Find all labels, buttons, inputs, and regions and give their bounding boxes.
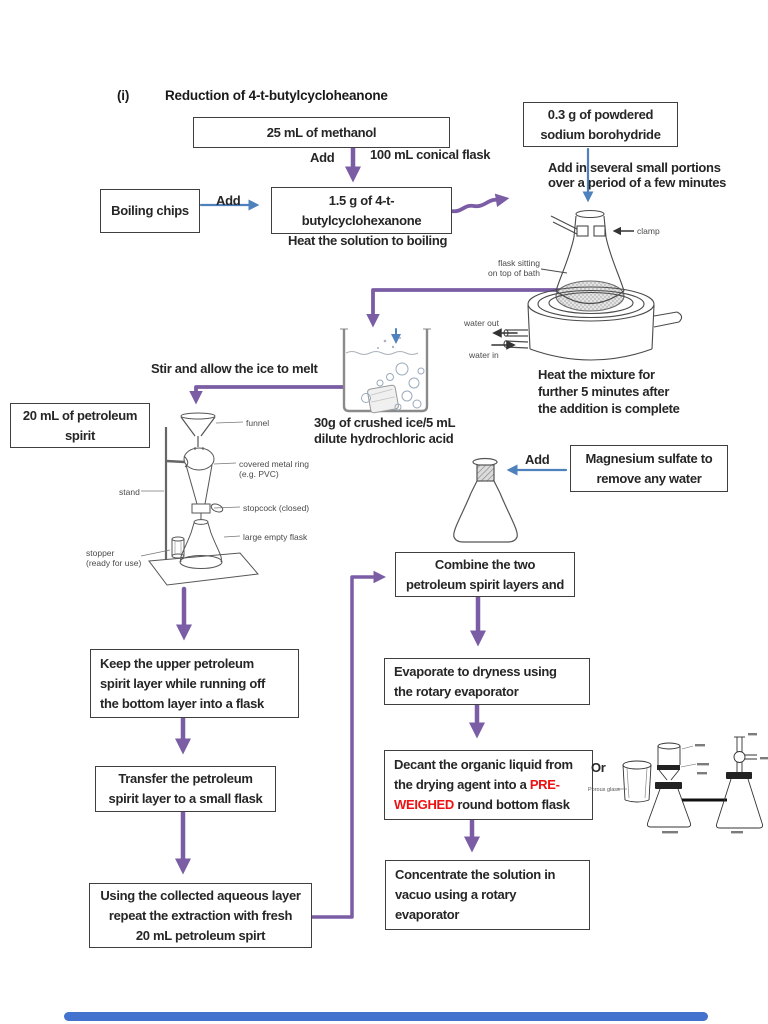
clamp-label: clamp <box>637 226 660 236</box>
borohydride-line-1: 0.3 g of powdered <box>547 106 654 122</box>
heat-mixture-note: Heat the mixture for further 5 minutes a… <box>538 366 680 417</box>
horizontal-scrollbar[interactable] <box>64 1012 708 1021</box>
evaporate-line-2: the rotary evaporator <box>394 683 519 699</box>
magnesium-line-1: Magnesium sulfate to <box>585 450 713 466</box>
metal-ring-line-2: (e.g. PVC) <box>239 469 279 479</box>
large-flask-label: large empty flask <box>243 532 308 542</box>
transfer-box: Transfer the petroleum spirit layer to a… <box>95 766 276 812</box>
water-bath-illustration <box>503 209 683 361</box>
or-label: Or <box>591 760 606 775</box>
add-label-chips: Add <box>216 193 241 208</box>
porous-glass-label: Porous glass <box>588 787 620 793</box>
metal-ring-line-1: covered metal ring <box>239 459 309 469</box>
concentrate-box: Concentrate the solution in vacuo using … <box>385 860 590 930</box>
separating-funnel-illustration <box>140 412 259 586</box>
stopper-line-2: (ready for use) <box>86 558 142 568</box>
flask-sitting-line-2: on top of bath <box>488 268 540 278</box>
keep-line-1: Keep the upper petroleum <box>100 655 254 671</box>
aqueous-repeat-box: Using the collected aqueous layer repeat… <box>89 883 312 948</box>
add-portions-note: Add in several small portions over a per… <box>548 160 727 190</box>
transfer-line-1: Transfer the petroleum <box>118 771 253 786</box>
magnesium-line-2: remove any water <box>596 470 702 486</box>
boiling-chips-box: Boiling chips <box>100 189 200 233</box>
transfer-line-2: spirit layer to a small flask <box>108 791 263 806</box>
funnel-label: funnel <box>246 418 270 428</box>
combine-line-2: petroleum spirit layers and <box>405 576 565 592</box>
decant-line-2: the drying agent into a PRE- <box>394 777 560 792</box>
decant-line-3: WEIGHED round bottom flask <box>394 797 570 812</box>
heat-to-boiling-note: Heat the solution to boiling <box>288 233 448 248</box>
ketone-line-1: 1.5 g of 4-t- <box>328 192 395 208</box>
boiling-chips-text: Boiling chips <box>111 203 189 218</box>
ketone-line-2: butylcyclohexanone <box>301 212 422 228</box>
ice-beaker-illustration <box>340 328 431 414</box>
portions-line-2: over a period of a few minutes <box>548 174 727 190</box>
arrow-ketone-to-bath-squiggle <box>449 193 510 214</box>
stopcock-label: stopcock (closed) <box>243 503 310 513</box>
arrow-aqueous-to-combine <box>309 570 387 919</box>
keep-line-3: the bottom layer into a flask <box>100 695 264 711</box>
add-label-methanol: Add <box>310 150 335 165</box>
flask-sitting-label: flask sitting on top of bath <box>478 258 540 278</box>
arrow-bath-to-beaker <box>366 288 568 328</box>
combine-line-1: Combine the two <box>434 556 536 572</box>
decant-box: Decant the organic liquid from the dryin… <box>384 750 593 820</box>
stand-label: stand <box>119 487 140 497</box>
petroleum-line-2: spirit <box>65 427 95 443</box>
drying-flask-illustration <box>453 457 518 543</box>
ketone-box: 1.5 g of 4-t- butylcyclohexanone <box>271 187 452 234</box>
page-title: Reduction of 4-t-butylcycloheanone <box>165 88 388 103</box>
heat-mixture-line-2: further 5 minutes after <box>538 384 670 399</box>
heat-mixture-line-3: the addition is complete <box>538 401 680 416</box>
pre-weighed-highlight: PRE- <box>529 777 560 792</box>
water-in-label: water in <box>469 350 499 360</box>
aqueous-line-1: Using the collected aqueous layer <box>100 887 301 903</box>
concentrate-line-3: evaporator <box>395 907 460 922</box>
water-out-label: water out <box>464 318 499 328</box>
conical-flask-note: 100 mL conical flask <box>370 147 491 162</box>
keep-upper-box: Keep the upper petroleum spirit layer wh… <box>90 649 299 718</box>
ice-line-2: dilute hydrochloric acid <box>314 431 454 446</box>
keep-line-2: spirit layer while running off <box>100 675 266 691</box>
flask-sitting-line-1: flask sitting <box>497 258 540 268</box>
metal-ring-label: covered metal ring (e.g. PVC) <box>239 459 309 479</box>
evaporate-box: Evaporate to dryness using the rotary ev… <box>384 658 590 705</box>
borohydride-box: 0.3 g of powdered sodium borohydride <box>523 102 678 147</box>
filtration-illustration <box>617 733 768 834</box>
stopper-line-1: stopper <box>86 548 115 558</box>
add-label-magnesium: Add <box>525 452 550 467</box>
heat-mixture-line-1: Heat the mixture for <box>538 367 655 382</box>
aqueous-line-3: 20 mL petroleum spirt <box>135 927 266 943</box>
petroleum-line-1: 20 mL of petroleum <box>22 407 138 423</box>
evaporate-line-1: Evaporate to dryness using <box>394 663 557 679</box>
stir-note: Stir and allow the ice to melt <box>151 361 318 376</box>
stopper-label: stopper (ready for use) <box>86 548 141 568</box>
magnesium-box: Magnesium sulfate to remove any water <box>570 445 728 492</box>
methanol-box: 25 mL of methanol <box>193 117 450 148</box>
crushed-ice-note: 30g of crushed ice/5 mL dilute hydrochlo… <box>314 415 456 447</box>
borohydride-line-2: sodium borohydride <box>540 126 661 142</box>
portions-line-1: Add in several small portions <box>548 160 721 175</box>
pre-weighed-highlight-2: WEIGHED <box>394 797 455 812</box>
ice-line-1: 30g of crushed ice/5 mL <box>314 415 456 430</box>
heading-index: (i) <box>117 88 130 103</box>
combine-box: Combine the two petroleum spirit layers … <box>395 552 575 597</box>
petroleum-spirit-box: 20 mL of petroleum spirit <box>10 403 150 448</box>
aqueous-line-2: repeat the extraction with fresh <box>108 907 293 923</box>
arrow-stir-to-funnel <box>189 385 345 405</box>
decant-line-1: Decant the organic liquid from <box>394 757 573 772</box>
concentrate-line-1: Concentrate the solution in <box>395 867 556 882</box>
methanol-box-text: 25 mL of methanol <box>266 124 377 140</box>
concentrate-line-2: vacuo using a rotary <box>395 887 517 902</box>
